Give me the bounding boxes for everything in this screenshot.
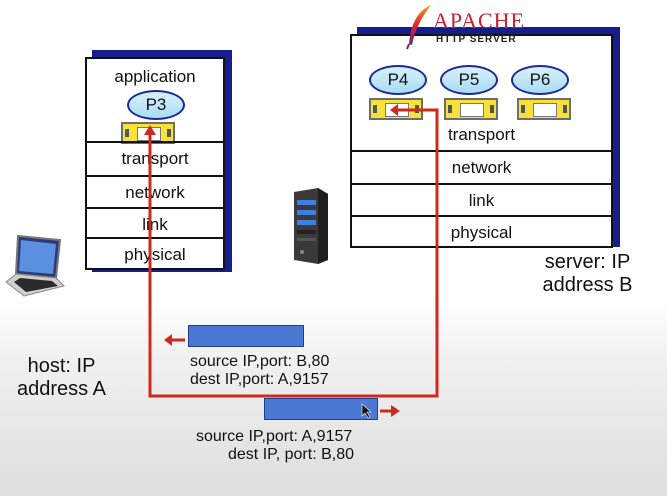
apache-feather-icon xyxy=(406,5,431,50)
apache-logo-subtitle: HTTP SERVER xyxy=(436,34,517,45)
server-process-p6: P6 xyxy=(511,65,569,95)
path-line xyxy=(148,108,439,398)
server-layer-transport-label: transport xyxy=(447,125,516,144)
server-label: server: IP address B xyxy=(530,251,645,297)
server-layer-physical: physical xyxy=(352,215,611,249)
server-socket-p4 xyxy=(369,98,423,120)
request-arrowhead xyxy=(391,405,400,417)
client-arrowhead xyxy=(144,125,156,135)
server-layer-link: link xyxy=(352,183,611,217)
server-label-line1: server: IP xyxy=(544,251,631,273)
client-layer-network: network xyxy=(87,175,223,209)
server-tower-icon xyxy=(294,188,328,264)
reply-source-label: source IP,port: B,80 xyxy=(190,353,330,370)
server-arrowhead xyxy=(390,104,398,116)
server-layer-network: network xyxy=(352,150,611,184)
client-process-p3: P3 xyxy=(127,90,185,120)
client-layer-physical: physical xyxy=(87,237,223,271)
host-label-line1: host: IP xyxy=(27,355,96,377)
server-socket-p6 xyxy=(517,98,571,120)
server-socket-p5 xyxy=(444,98,498,120)
server-label-line2: address B xyxy=(542,274,633,296)
request-segment xyxy=(264,398,378,420)
host-label-line2: address A xyxy=(17,378,106,400)
reply-dest-label: dest IP,port: A,9157 xyxy=(190,371,329,388)
client-application-label: application xyxy=(114,67,196,86)
server-stack: P4 P5 P6 transport network link physical xyxy=(350,34,613,248)
apache-logo: APACHE HTTP SERVER xyxy=(405,4,540,50)
server-process-p5: P5 xyxy=(440,65,498,95)
host-label: host: IP address A xyxy=(4,355,119,401)
client-layer-transport: transport xyxy=(87,141,223,175)
apache-logo-name: APACHE xyxy=(433,8,525,33)
server-process-p4: P4 xyxy=(369,65,427,95)
client-stack: application P3 transport network link ph… xyxy=(85,57,225,270)
laptop-icon xyxy=(5,234,65,297)
reply-arrowhead xyxy=(164,334,172,346)
request-dest-label: dest IP, port: B,80 xyxy=(228,446,355,463)
request-source-label: source IP,port: A,9157 xyxy=(196,428,353,445)
reply-segment xyxy=(188,325,304,347)
mouse-cursor-icon xyxy=(361,403,372,419)
